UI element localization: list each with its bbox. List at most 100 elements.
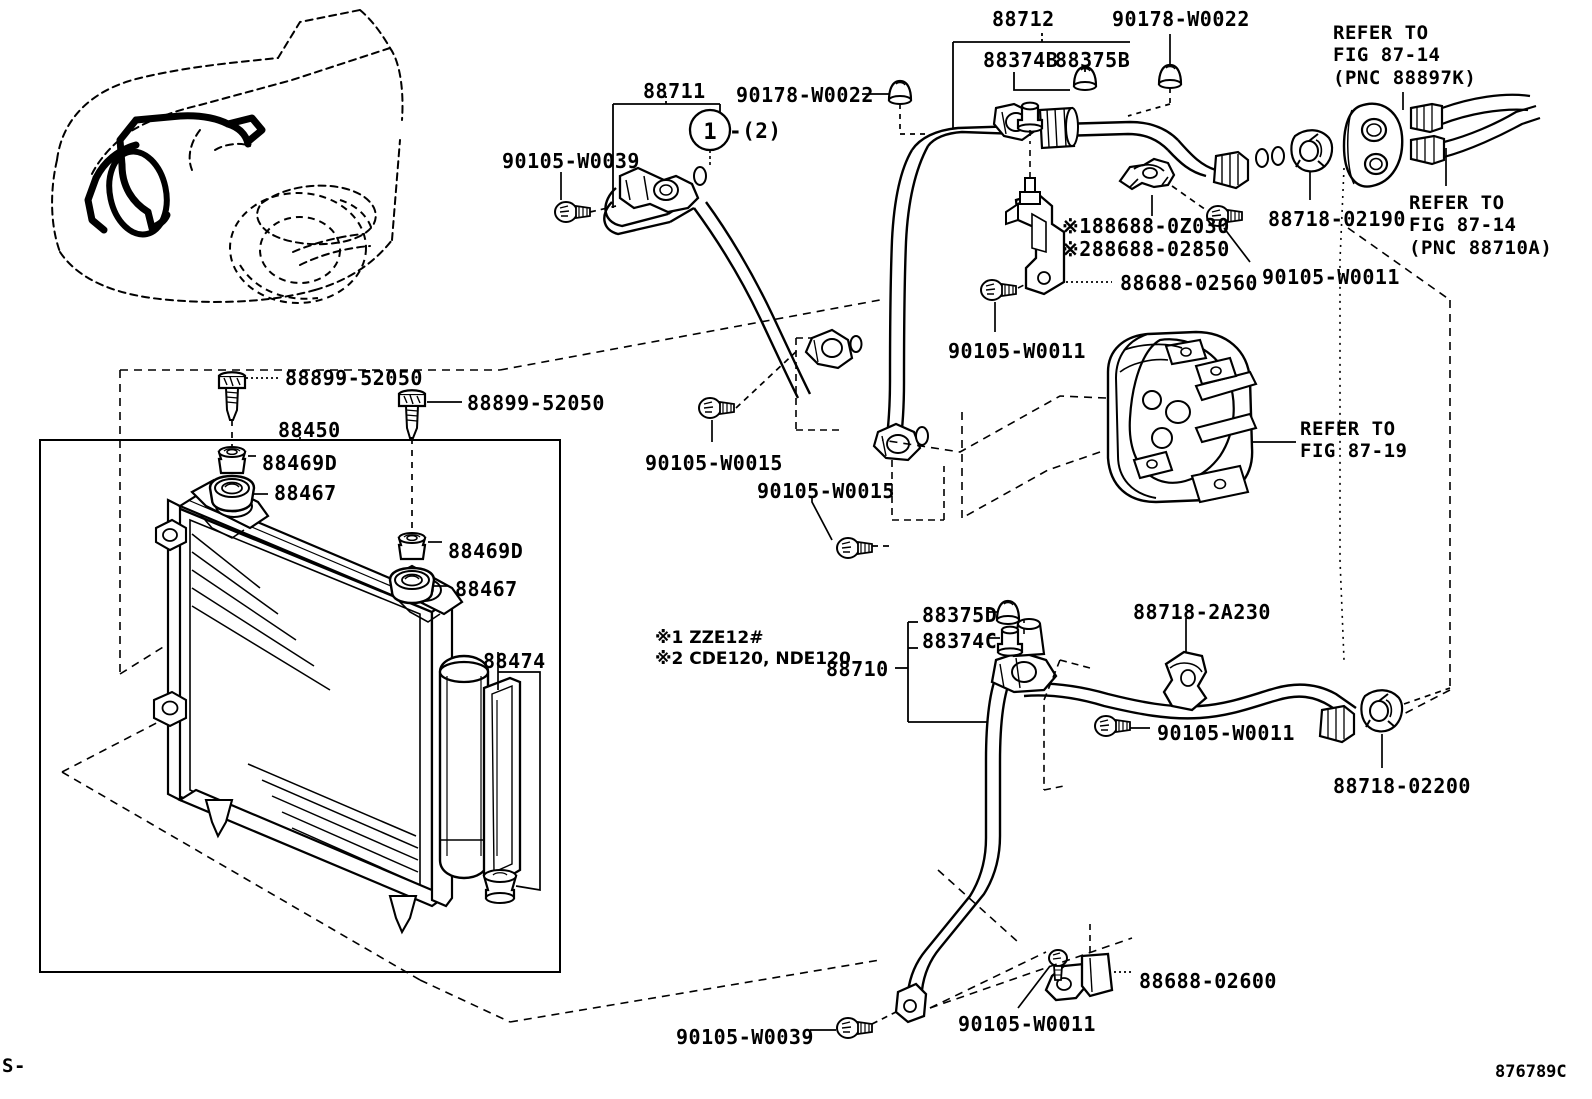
leader-88374b [1013, 72, 1070, 91]
part-88374b-stud [1016, 101, 1044, 133]
part-label-90105-w0039a: 90105-W0039 [502, 149, 640, 173]
part-label-callout-1: -(2) [729, 119, 782, 143]
leader-90178-w0022-right [1127, 34, 1171, 117]
hose-88710 [906, 671, 1357, 993]
coupler-88712 [1038, 106, 1079, 150]
vehicle-front-wheel [229, 192, 373, 304]
part-label-88469db: 88469D [448, 539, 524, 563]
leader-88718-02200 [1381, 687, 1451, 768]
dash-compressor [881, 395, 1107, 519]
part-label-90178b: 90178-W0022 [1112, 7, 1250, 31]
clamp-88718-2a230 [1162, 650, 1208, 712]
clamp-88688-0z030 [1118, 157, 1176, 191]
pipes-88710a [1409, 93, 1541, 166]
part-label-88688-02560: 88688-02560 [1120, 271, 1258, 295]
vehicle-illustration [51, 9, 404, 303]
svg-text:1: 1 [703, 120, 716, 145]
part-label-90105-w0011c: 90105-W0011 [1157, 721, 1295, 745]
leader-88375d [988, 611, 1000, 639]
compressor [1106, 330, 1258, 504]
part-88375d-nut [995, 599, 1021, 626]
seal-plate-88897k [1342, 102, 1404, 188]
dash-88712-bottom [891, 460, 945, 521]
leaders-condenser-mounts [248, 455, 448, 587]
part-label-88688-02850: ※288688-02850 [1062, 237, 1230, 261]
part-label-88374c: 88374C [922, 629, 998, 653]
hose-88712 [884, 120, 1217, 447]
part-label-88712: 88712 [992, 7, 1055, 31]
condenser-cushion-left [208, 474, 256, 513]
vehicle-ac-loop [106, 148, 170, 238]
fitting-88711-end [804, 328, 863, 370]
part-label-88718-02190: 88718-02190 [1268, 207, 1406, 231]
leader-90105-w0039-bottom [810, 1011, 897, 1031]
note-footnote-2: ※2 CDE120, NDE120 [655, 649, 851, 669]
part-label-88467a: 88467 [274, 481, 337, 505]
diagram-code: 876789C [1495, 1062, 1567, 1082]
part-label-88688-0z030: ※188688-0Z030 [1062, 214, 1230, 238]
bolt-90105-w0015-a [698, 397, 735, 419]
part-label-90178a: 90178-W0022 [736, 83, 874, 107]
part-label-88450: 88450 [278, 418, 341, 442]
part-88374c-stud [996, 625, 1024, 657]
dash-route-right [1339, 167, 1345, 661]
condenser-stud-right [397, 389, 427, 440]
receiver-drier-element [482, 676, 522, 904]
nut-90178-w0022-right [1157, 63, 1183, 90]
dash-88710-fit [1043, 659, 1091, 791]
part-label-88467b: 88467 [455, 577, 518, 601]
callout-circle-1: 1 [688, 108, 732, 168]
note-footnote-1: ※1 ZZE12# [655, 628, 764, 648]
bolt-90105-w0015-b [836, 537, 873, 559]
fitting-88710-bottom [894, 982, 928, 1024]
dash-bolt-02560 [1017, 283, 1027, 289]
part-label-ref8714k: REFER TO FIG 87-14 (PNC 88897K) [1333, 22, 1477, 89]
part-label-90105-w0015b: 90105-W0015 [757, 479, 895, 503]
leader-90178-w0022-left [862, 93, 928, 135]
part-label-88474: 88474 [483, 649, 546, 673]
condenser-washer-right [397, 531, 427, 561]
fitting-88712-right [1212, 146, 1285, 190]
grommet-88718-02200 [1360, 689, 1404, 733]
part-label-88899a: 88899-52050 [285, 366, 423, 390]
part-label-ref8714a: REFER TO FIG 87-14 (PNC 88710A) [1409, 192, 1553, 259]
condenser-stud-left [217, 371, 247, 422]
part-label-88469da: 88469D [262, 451, 338, 475]
part-label-90105-w0039b: 90105-W0039 [676, 1025, 814, 1049]
dash-bottom-route [929, 869, 1133, 1009]
part-label-90105-w0011b: 90105-W0011 [948, 339, 1086, 363]
part-label-ref8719: REFER TO FIG 87-19 [1300, 418, 1408, 463]
bracket-88688-02560 [1005, 177, 1066, 296]
leader-90105-w0039-upper [560, 172, 617, 213]
nut-90178-w0022-left [887, 79, 913, 106]
part-label-88375b: 88375B [1055, 48, 1131, 72]
hose-88711-fitting [618, 166, 707, 214]
part-label-88710: 88710 [826, 657, 889, 681]
part-label-88718-2a230: 88718-2A230 [1133, 600, 1271, 624]
bracket-88688-02600 [1044, 949, 1114, 1002]
leader-88474 [497, 652, 541, 892]
part-label-88375d: 88375D [922, 603, 998, 627]
grommet-88718-02190 [1290, 129, 1334, 173]
dash-route-right2 [1347, 227, 1451, 719]
bolt-88688-02560-lower [980, 279, 1017, 301]
bolt-90105-w0039-upper [554, 201, 591, 223]
bolt-90105-w0039-bottom [836, 1017, 873, 1039]
condenser-core [152, 478, 490, 935]
leader-90105-w0011-bottom [1017, 965, 1051, 1009]
condenser-washer-left [217, 445, 247, 475]
part-label-88899b: 88899-52050 [467, 391, 605, 415]
condenser-cushion-right [388, 566, 436, 605]
part-label-88688-02600: 88688-02600 [1139, 969, 1277, 993]
bolt-90105-w0011-lowmid [1094, 715, 1131, 737]
part-label-90105-w0011a: 90105-W0011 [1262, 265, 1400, 289]
hose-88711-tube [693, 201, 812, 399]
part-label-88374b: 88374B [983, 48, 1059, 72]
leader-90105-w0015-a [711, 347, 801, 442]
fitting-88712-bottom [872, 422, 929, 462]
part-label-88711: 88711 [643, 79, 706, 103]
bracket-88712-label-frame [952, 32, 1130, 128]
part-label-88718-02200: 88718-02200 [1333, 774, 1471, 798]
